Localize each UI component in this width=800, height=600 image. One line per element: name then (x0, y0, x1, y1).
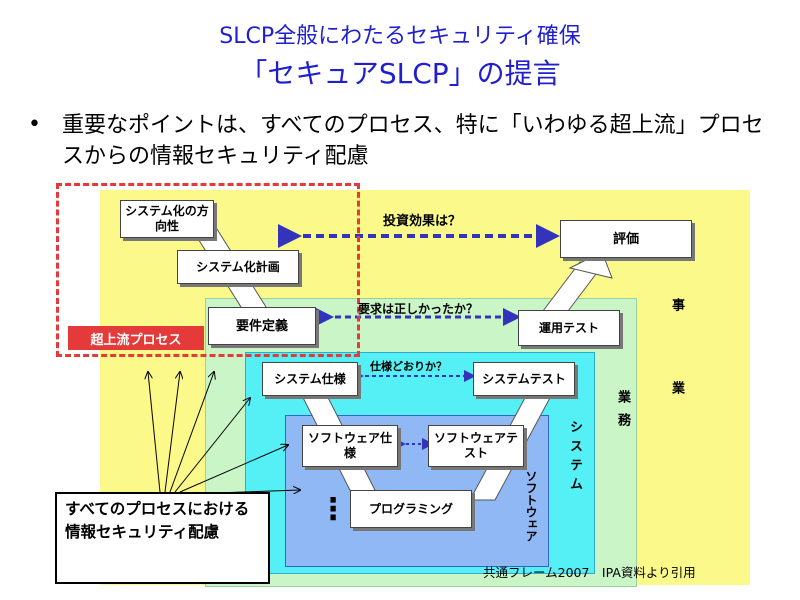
security-note-box: すべてのプロセスにおける情報セキュリティ配慮 (55, 492, 270, 584)
software-spec-box: ソフトウェア仕様 (302, 425, 398, 467)
software-layer-label: ソフトウェア (517, 470, 538, 553)
investment-question: 投資効果は？ (383, 214, 462, 229)
spec-question: 仕様どおりか？ (370, 360, 447, 373)
system-direction-box: システム化の方向性 (120, 200, 214, 238)
software-test-box: ソフトウェアテスト (428, 425, 524, 467)
system-layer-label: システム (560, 420, 582, 507)
programming-box: プログラミング (350, 490, 472, 528)
operation-test-box: 運用テスト (518, 310, 620, 346)
super-upstream-label: 超上流プロセス (68, 326, 204, 350)
system-plan-box: システム化計画 (177, 250, 299, 284)
bullet-marker: • (28, 112, 41, 137)
requirements-box: 要件定義 (208, 307, 316, 345)
ellipsis-dots: ⋮ (318, 492, 348, 527)
slide-title-line1: SLCP全般にわたるセキュリティ確保 (219, 24, 581, 49)
requirements-question: 要求は正しかったか？ (358, 302, 479, 316)
business-label-text: 事業 (669, 298, 684, 464)
evaluation-box: 評価 (560, 220, 692, 258)
system-spec-box: システム仕様 (262, 362, 358, 396)
system-test-box: システムテスト (473, 362, 575, 396)
system-label-text: システム (567, 420, 582, 496)
slide-title-line2: 「セキュアSLCP」の提言 (239, 57, 561, 90)
operations-label-text: 業務 (615, 390, 630, 436)
software-label-text: ソフトウェア (524, 470, 538, 542)
source-caption: 共通フレーム2007 IPA資料より引用 (483, 565, 696, 580)
bullet-text: 重要なポイントは、すべてのプロセス、特に「いわゆる超上流」プロセスからの情報セキ… (62, 113, 764, 169)
business-layer-label: 事業 (662, 298, 684, 475)
super-upstream-region (56, 183, 360, 357)
operations-layer-label: 業務 (608, 390, 630, 447)
